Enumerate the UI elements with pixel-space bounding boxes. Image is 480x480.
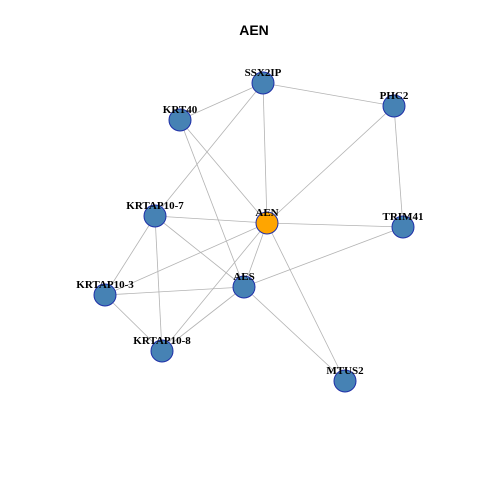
- node-label-trim41: TRIM41: [383, 211, 424, 223]
- edge-ssx2ip-aen: [262, 82, 268, 224]
- node-krtap10-3[interactable]: [93, 283, 117, 307]
- node-label-krt40: KRT40: [163, 104, 198, 116]
- edge-phc2-trim41: [393, 105, 404, 228]
- node-label-krtap10-3: KRTAP10-3: [76, 279, 134, 291]
- node-krt40[interactable]: [168, 108, 192, 132]
- node-label-aen: AEN: [255, 207, 278, 219]
- node-label-phc2: PHC2: [380, 90, 409, 102]
- edge-aes-krtap10-8: [161, 286, 245, 352]
- edge-aen-krtap10-8: [161, 222, 268, 352]
- edge-aen-trim41: [266, 222, 404, 228]
- edge-krtap10-7-aes: [154, 215, 245, 288]
- edge-aen-mtus2: [266, 222, 346, 382]
- edge-krt40-aes: [179, 119, 245, 288]
- edge-krtap10-7-krtap10-8: [154, 215, 163, 352]
- edge-ssx2ip-phc2: [262, 82, 395, 107]
- node-aes[interactable]: [232, 275, 256, 299]
- node-mtus2[interactable]: [333, 369, 357, 393]
- node-trim41[interactable]: [391, 215, 415, 239]
- edge-krtap10-7-aen: [154, 215, 268, 224]
- edge-krtap10-7-krtap10-3: [104, 215, 156, 296]
- node-label-ssx2ip: SSX2IP: [245, 67, 282, 79]
- node-label-krtap10-7: KRTAP10-7: [126, 200, 184, 212]
- node-label-aes: AES: [233, 271, 254, 283]
- edge-ssx2ip-krt40: [179, 82, 264, 121]
- node-krtap10-7[interactable]: [143, 204, 167, 228]
- edge-krtap10-3-krtap10-8: [104, 294, 163, 352]
- edge-aen-krtap10-3: [104, 222, 268, 296]
- edge-aes-krtap10-3: [104, 286, 245, 296]
- edge-krt40-aen: [179, 119, 268, 224]
- node-phc2[interactable]: [382, 94, 406, 118]
- node-aen[interactable]: [255, 211, 279, 235]
- node-label-mtus2: MTUS2: [326, 365, 364, 377]
- edge-ssx2ip-krtap10-7: [154, 82, 264, 217]
- edge-trim41-aes: [243, 226, 404, 288]
- edge-phc2-aen: [266, 105, 395, 224]
- graph-title: AEN: [239, 22, 269, 38]
- nodes-layer: [93, 71, 415, 393]
- edge-aes-mtus2: [243, 286, 346, 382]
- node-ssx2ip[interactable]: [251, 71, 275, 95]
- node-krtap10-8[interactable]: [150, 339, 174, 363]
- node-label-krtap10-8: KRTAP10-8: [133, 335, 191, 347]
